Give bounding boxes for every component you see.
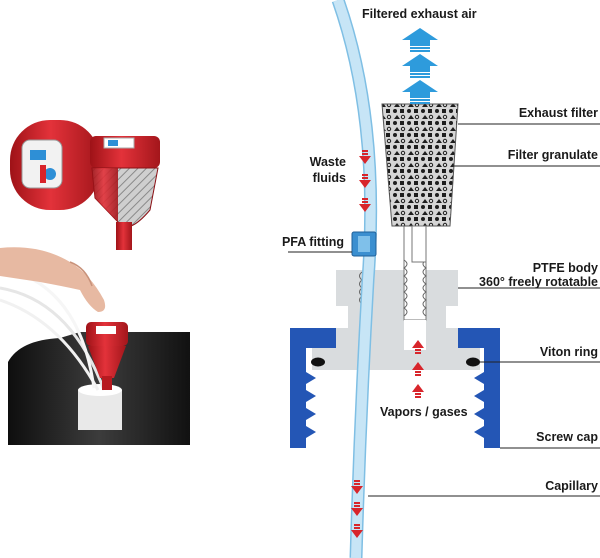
fluid-arrow-4 — [351, 480, 363, 494]
label-waste-line2: fluids — [313, 171, 346, 185]
label-ptfe-body-line2: 360° freely rotatable — [479, 275, 598, 289]
label-waste-line1: Waste — [310, 155, 346, 169]
pfa-fitting — [351, 231, 377, 257]
exhaust-arrow-3 — [402, 80, 438, 104]
label-capillary: Capillary — [545, 479, 598, 493]
waste-fluid-arrows — [351, 150, 371, 538]
label-vapors-gases: Vapors / gases — [380, 405, 468, 419]
canister-install-photo — [0, 247, 190, 445]
viton-ring — [311, 357, 480, 367]
exhaust-air-arrows — [402, 28, 438, 104]
product-photos — [0, 120, 190, 445]
vapor-arrow-3 — [412, 384, 424, 398]
fluid-arrow-3 — [359, 198, 371, 212]
label-ptfe-body-line1: PTFE body — [533, 261, 598, 275]
label-viton-ring: Viton ring — [540, 345, 598, 359]
fluid-arrow-1 — [359, 150, 371, 164]
label-exhaust-filter: Exhaust filter — [519, 106, 598, 120]
leader-lines — [288, 123, 600, 497]
vapor-arrow-1 — [412, 340, 424, 354]
fluid-arrow-6 — [351, 524, 363, 538]
label-pfa-fitting: PFA fitting — [282, 235, 344, 249]
label-filter-granulate: Filter granulate — [508, 148, 598, 162]
fluid-arrow-2 — [359, 174, 371, 188]
label-filtered-exhaust-air: Filtered exhaust air — [362, 7, 477, 21]
vapor-arrow-2 — [412, 362, 424, 376]
capillary-tube — [331, 0, 378, 558]
diagram-labels: Filtered exhaust air Exhaust filter Filt… — [282, 7, 598, 493]
fluid-arrow-5 — [351, 502, 363, 516]
label-screw-cap: Screw cap — [536, 430, 598, 444]
product-closeup-photo — [10, 120, 160, 266]
screw-cap — [290, 328, 500, 448]
exhaust-arrow-1 — [402, 28, 438, 52]
exhaust-filter — [381, 103, 459, 263]
vapor-arrows — [412, 340, 424, 398]
exhaust-arrow-2 — [402, 54, 438, 78]
